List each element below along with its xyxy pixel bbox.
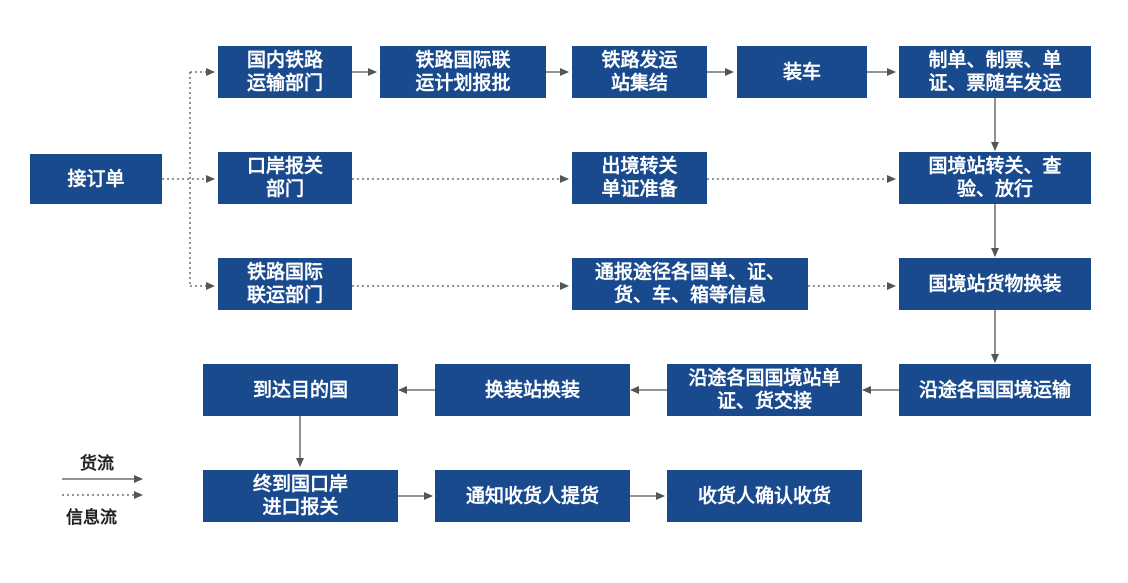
node-border-check: 国境站转关、查验、放行 [899, 152, 1091, 204]
node-label-line: 部门 [265, 178, 304, 200]
node-label: 通知收货人提货 [466, 485, 599, 508]
node-label: 换装站换装 [485, 379, 580, 402]
node-label-line: 证、货交接 [716, 390, 812, 412]
node-label-line: 通知收货人提货 [465, 484, 599, 507]
node-reload: 国境站货物换装 [899, 258, 1091, 310]
node-label: 到达目的国 [253, 379, 348, 402]
info-flow-lines [62, 68, 896, 499]
node-label: 沿途各国国境运输 [919, 379, 1071, 402]
node-label-line: 终到国口岸 [252, 473, 348, 495]
node-label-line: 铁路国际 [246, 261, 323, 283]
node-label-line: 证、票随车发运 [928, 72, 1062, 94]
node-label: 接订单 [67, 168, 124, 191]
node-label: 国境站货物换装 [928, 273, 1061, 296]
node-label-line: 国内铁路 [246, 49, 323, 71]
node-documents: 制单、制票、单证、票随车发运 [899, 46, 1091, 98]
node-label-line: 验、放行 [956, 178, 1033, 200]
node-label-line: 装车 [782, 60, 821, 83]
node-import-customs: 终到国口岸进口报关 [203, 470, 398, 522]
node-label-line: 换装站换装 [484, 378, 580, 401]
node-handover: 沿途各国国境站单证、货交接 [667, 364, 862, 416]
node-label-line: 通报途径各国单、证、 [594, 261, 785, 283]
node-label: 国内铁路运输部门 [247, 49, 323, 95]
node-label-line: 国境站货物换装 [928, 272, 1062, 295]
node-label: 国境站转关、查验、放行 [928, 155, 1061, 201]
node-port-customs: 口岸报关部门 [218, 152, 352, 204]
legend-goods-flow-label: 货流 [80, 454, 114, 474]
node-order: 接订单 [30, 154, 162, 204]
node-label-line: 铁路国际联 [415, 49, 511, 71]
node-label: 通报途径各国单、证、货、车、箱等信息 [595, 261, 785, 307]
node-label: 出境转关单证准备 [601, 155, 677, 201]
node-arrive: 到达目的国 [203, 364, 398, 416]
node-label: 制单、制票、单证、票随车发运 [928, 49, 1061, 95]
node-notify-info: 通报途径各国单、证、货、车、箱等信息 [572, 258, 808, 310]
node-label-line: 口岸报关 [246, 155, 323, 177]
node-confirm: 收货人确认收货 [667, 470, 862, 522]
node-label-line: 联运部门 [246, 284, 323, 306]
node-label-line: 货、车、箱等信息 [613, 284, 766, 306]
node-label-line: 制单、制票、单 [928, 49, 1062, 71]
legend-info-flow-label: 信息流 [66, 508, 117, 528]
node-label-line: 单证准备 [601, 178, 678, 200]
goods-flow-lines [62, 68, 999, 500]
node-transit: 沿途各国国境运输 [899, 364, 1091, 416]
node-label: 铁路国际联运计划报批 [415, 49, 510, 95]
node-label: 铁路国际联运部门 [247, 261, 323, 307]
node-label: 沿途各国国境站单证、货交接 [688, 367, 840, 413]
node-label-line: 铁路发运 [601, 49, 678, 71]
node-label: 口岸报关部门 [247, 155, 323, 201]
node-intl-rail: 铁路国际联运部门 [218, 258, 352, 310]
node-label-line: 站集结 [610, 72, 668, 94]
node-label: 收货人确认收货 [698, 485, 831, 508]
node-label: 终到国口岸进口报关 [253, 473, 348, 519]
node-label-line: 收货人确认收货 [697, 484, 831, 507]
node-plan-approval: 铁路国际联运计划报批 [380, 46, 546, 98]
node-exit-docs: 出境转关单证准备 [572, 152, 707, 204]
node-label: 铁路发运站集结 [601, 49, 677, 95]
node-label: 装车 [783, 61, 821, 84]
node-label-line: 到达目的国 [252, 378, 348, 401]
node-transship: 换装站换装 [435, 364, 630, 416]
node-label-line: 沿途各国国境运输 [918, 378, 1071, 401]
node-label-line: 进口报关 [262, 496, 339, 518]
node-station-gather: 铁路发运站集结 [572, 46, 707, 98]
node-domestic-rail: 国内铁路运输部门 [218, 46, 352, 98]
node-label-line: 运输部门 [246, 72, 323, 94]
node-notify-consignee: 通知收货人提货 [435, 470, 630, 522]
node-label-line: 国境站转关、查 [928, 155, 1062, 177]
node-label-line: 运计划报批 [415, 72, 511, 94]
node-label-line: 出境转关 [601, 155, 678, 177]
node-loading: 装车 [737, 46, 867, 98]
node-label-line: 接订单 [67, 167, 125, 190]
node-label-line: 沿途各国国境站单 [688, 367, 841, 389]
